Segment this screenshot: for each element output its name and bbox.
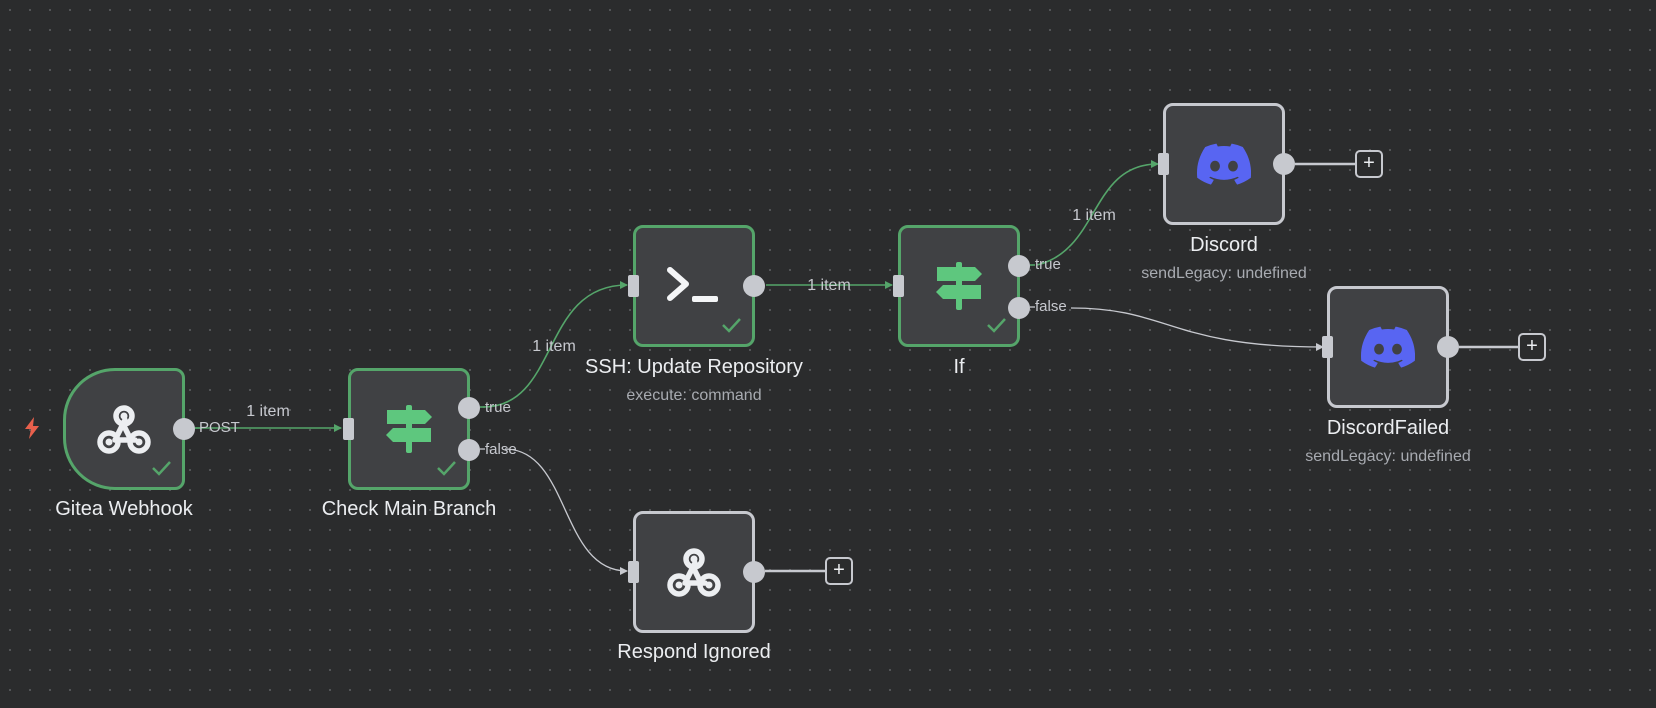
success-check-icon [722, 318, 741, 333]
input-handle[interactable] [1158, 153, 1169, 175]
node-label-check-main-branch: Check Main Branch [321, 498, 497, 520]
input-handle[interactable] [628, 561, 639, 583]
output-handle-false[interactable] [1008, 297, 1030, 319]
node-label-respond-ignored: Respond Ignored [617, 641, 771, 663]
success-check-icon [437, 461, 456, 476]
output-label-true: true [485, 399, 511, 416]
node-subtitle-ssh-update-repository: execute: command [626, 387, 762, 404]
output-label-true: true [1035, 256, 1061, 273]
node-respond-ignored[interactable] [628, 511, 765, 633]
edge-label-item-count: 1 item [1072, 207, 1116, 224]
node-gitea-webhook[interactable] [63, 368, 195, 490]
edge-label-item-count: 1 item [246, 403, 290, 420]
discord-icon [1361, 326, 1415, 368]
node-label-if: If [953, 356, 965, 378]
output-handle-false[interactable] [458, 439, 480, 461]
output-handle[interactable] [743, 561, 765, 583]
if-signpost-icon [933, 260, 985, 312]
output-handle-true[interactable] [1008, 255, 1030, 277]
discord-icon [1197, 143, 1251, 185]
output-handle[interactable] [743, 275, 765, 297]
node-discord-failed[interactable] [1322, 286, 1459, 408]
node-discord[interactable] [1158, 103, 1295, 225]
edge-if-false-to-discordfailed[interactable] [1070, 307, 1324, 351]
terminal-icon [666, 266, 722, 306]
webhook-icon [95, 402, 153, 456]
input-handle[interactable] [343, 418, 354, 440]
node-subtitle-discord-failed: sendLegacy: undefined [1305, 448, 1471, 465]
node-check-main-branch[interactable] [343, 368, 480, 490]
webhook-icon [665, 545, 723, 599]
edge-label-item-count: 1 item [532, 338, 576, 355]
node-subtitle-discord: sendLegacy: undefined [1141, 265, 1307, 282]
output-label-false: false [485, 441, 517, 458]
output-handle[interactable] [1437, 336, 1459, 358]
output-label-false: false [1035, 298, 1067, 315]
add-node-button[interactable]: + [825, 557, 853, 585]
node-label-gitea-webhook: Gitea Webhook [55, 498, 193, 520]
output-handle[interactable] [173, 418, 195, 440]
node-label-discord-failed: DiscordFailed [1326, 417, 1450, 439]
input-handle[interactable] [628, 275, 639, 297]
trigger-bolt-icon [25, 417, 39, 439]
success-check-icon [987, 318, 1006, 333]
edge-check-false-to-respond[interactable] [504, 448, 628, 575]
input-handle[interactable] [893, 275, 904, 297]
node-ssh-update-repository[interactable] [628, 225, 765, 347]
node-if[interactable] [893, 225, 1030, 347]
edge-label-item-count: 1 item [807, 277, 851, 294]
success-check-icon [152, 461, 171, 476]
input-handle[interactable] [1322, 336, 1333, 358]
output-handle[interactable] [1273, 153, 1295, 175]
node-label-discord: Discord [1190, 234, 1258, 256]
output-handle-true[interactable] [458, 397, 480, 419]
add-node-button[interactable]: + [1355, 150, 1383, 178]
if-signpost-icon [383, 403, 435, 455]
node-label-ssh-update-repository: SSH: Update Repository [585, 356, 803, 378]
output-label-post: POST [199, 419, 240, 436]
add-node-button[interactable]: + [1518, 333, 1546, 361]
